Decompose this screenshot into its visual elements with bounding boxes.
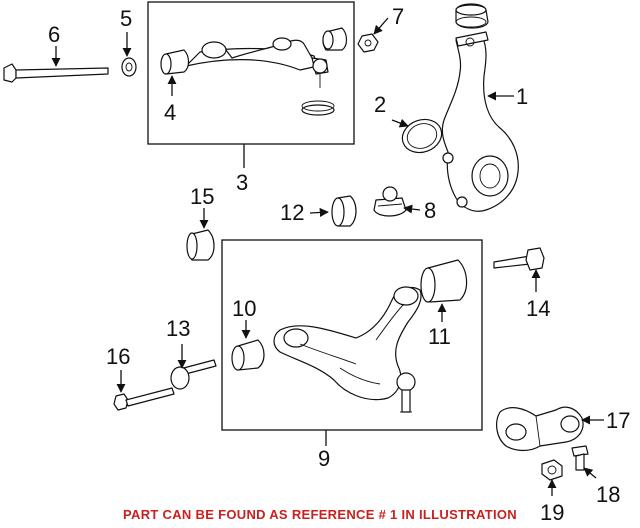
- upper-control-arm: [185, 37, 329, 88]
- callout-15: 15: [190, 184, 214, 209]
- bolt-18: [571, 445, 589, 471]
- bushing-12: [331, 195, 357, 227]
- callout-10: 10: [232, 296, 256, 321]
- lower-control-arm: [273, 286, 422, 413]
- bolt-14: [493, 247, 545, 271]
- callout-16: 16: [106, 344, 130, 369]
- lower-arm-group-box: [221, 239, 483, 431]
- seal-ring-2: [401, 118, 443, 154]
- callout-6: 6: [48, 22, 60, 47]
- upper-arm-bushing-right: [322, 27, 348, 51]
- callout-11: 11: [428, 324, 451, 349]
- steering-knuckle: [441, 31, 519, 212]
- cam-bolt-13: [170, 359, 217, 390]
- callout-5: 5: [120, 6, 132, 31]
- washer-5: [121, 57, 137, 77]
- upper-arm-bushing-4: [160, 49, 190, 75]
- callout-8: 8: [424, 198, 436, 223]
- callout-13: 13: [166, 316, 190, 341]
- lower-arm-bushing-11: [420, 259, 468, 303]
- callout-17: 17: [606, 408, 630, 433]
- ball-joint-seal-ring: [301, 104, 335, 116]
- nut-19: [541, 459, 563, 481]
- bolt-6: [3, 63, 109, 83]
- callout-18: 18: [596, 482, 620, 507]
- callout-4: 4: [164, 100, 176, 125]
- reference-note: PART CAN BE FOUND AS REFERENCE # 1 IN IL…: [123, 507, 517, 522]
- callout-2: 2: [374, 92, 386, 117]
- callout-19: 19: [540, 500, 564, 525]
- ball-joint-8: [373, 186, 407, 217]
- callout-9: 9: [318, 446, 330, 471]
- nut-7: [357, 33, 379, 53]
- upper-arm-group-box: [147, 1, 355, 145]
- callout-7: 7: [392, 4, 404, 29]
- bracket-17: [496, 406, 584, 452]
- callout-3: 3: [236, 170, 248, 195]
- lower-arm-bushing-10: [231, 339, 265, 371]
- callout-12: 12: [280, 200, 304, 225]
- bushing-15: [186, 229, 215, 261]
- knuckle-top-bushing: [455, 3, 489, 29]
- callout-14: 14: [526, 296, 550, 321]
- bolt-16: [113, 387, 175, 411]
- callout-1: 1: [516, 84, 528, 109]
